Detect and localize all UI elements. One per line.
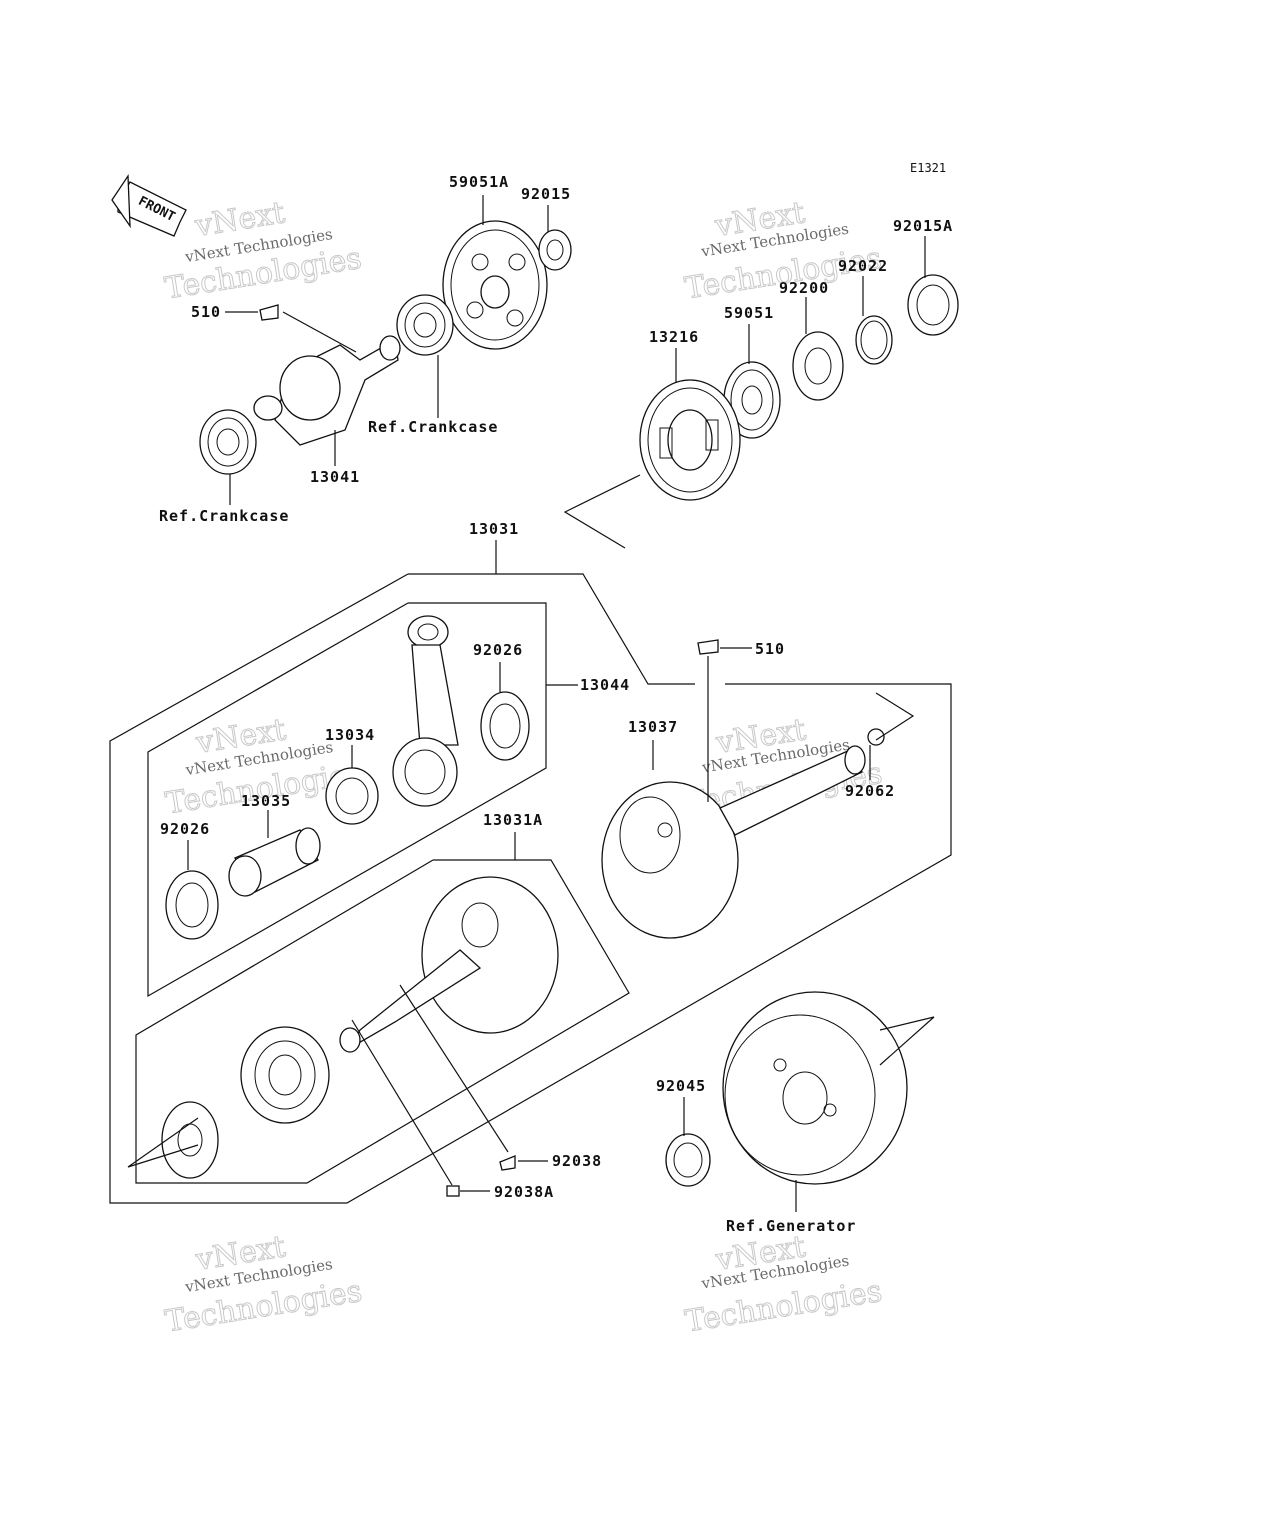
label-13044: 13044 xyxy=(580,676,630,694)
key-92038A-icon xyxy=(446,1185,460,1197)
frame-13031-b xyxy=(109,573,952,1204)
key-92038-icon xyxy=(499,1155,516,1171)
label-13216: 13216 xyxy=(649,328,699,346)
watermark-top-left: vNext Technologies vNext Technologies xyxy=(162,195,365,307)
lockwasher-92200-icon xyxy=(792,331,844,401)
label-13031: 13031 xyxy=(469,520,519,538)
label-92200: 92200 xyxy=(779,279,829,297)
leader-92038-b xyxy=(399,984,509,1153)
bearing-top-icon xyxy=(396,294,454,356)
bearing-13031A-icon xyxy=(240,1026,330,1124)
label-13035: 13035 xyxy=(241,792,291,810)
label-ref-crankcase-1: Ref.Crankcase xyxy=(368,418,498,436)
ring-92022-icon xyxy=(855,315,893,365)
sprocket-icon xyxy=(161,1101,219,1179)
label-92022: 92022 xyxy=(838,257,888,275)
label-92026-a: 92026 xyxy=(473,641,523,659)
bearing-92045-icon xyxy=(665,1133,711,1187)
label-ref-crankcase-2: Ref.Crankcase xyxy=(159,507,289,525)
frame-13044 xyxy=(147,602,547,998)
label-92038A: 92038A xyxy=(494,1183,554,1201)
label-92045: 92045 xyxy=(656,1077,706,1095)
label-59051: 59051 xyxy=(724,304,774,322)
watermark-bottom-right: vNext Technologies vNext Technologies xyxy=(682,1229,885,1340)
label-13041: 13041 xyxy=(310,468,360,486)
frame-13031A xyxy=(135,859,630,1184)
label-92015A: 92015A xyxy=(893,217,953,235)
leader-generator-pointer xyxy=(879,1016,935,1066)
washer-92015A-icon xyxy=(907,274,959,336)
connecting-rod-icon xyxy=(392,615,459,807)
label-92015: 92015 xyxy=(521,185,571,203)
nut-92015-icon xyxy=(538,229,572,271)
label-13037: 13037 xyxy=(628,718,678,736)
label-92038: 92038 xyxy=(552,1152,602,1170)
pin-92062-icon xyxy=(867,728,885,746)
gear-13216-icon xyxy=(639,379,741,501)
washer-92026-b-icon xyxy=(165,870,219,940)
gear-59051A-icon xyxy=(442,220,548,350)
leader-gear-pointer xyxy=(563,474,641,549)
leader-92062-pointer xyxy=(875,692,915,741)
bearing-left-icon xyxy=(199,409,257,475)
crankpin-13035-icon xyxy=(228,827,321,897)
label-510-mid: 510 xyxy=(755,640,785,658)
needle-bearing-13034-icon xyxy=(325,767,379,825)
key-510-mid-icon xyxy=(697,639,719,655)
front-arrow-icon: FRONT xyxy=(111,173,187,237)
diagram-code: E1321 xyxy=(910,161,946,175)
label-510-top: 510 xyxy=(191,303,221,321)
label-13031A: 13031A xyxy=(483,811,543,829)
label-92026-b: 92026 xyxy=(160,820,210,838)
leader-510-top-b xyxy=(282,311,357,353)
frame-13031 xyxy=(408,573,695,685)
label-13034: 13034 xyxy=(325,726,375,744)
label-ref-generator: Ref.Generator xyxy=(726,1217,856,1235)
crank-half-13031A-icon xyxy=(339,876,559,1053)
generator-rotor-icon xyxy=(722,991,908,1185)
leader-sprocket-pointer xyxy=(127,1117,199,1168)
label-59051A: 59051A xyxy=(449,173,509,191)
leader-92038A-b xyxy=(351,1019,453,1186)
washer-92026-a-icon xyxy=(480,691,530,761)
label-92062: 92062 xyxy=(845,782,895,800)
crank-half-13037-icon xyxy=(601,745,866,939)
watermark-bottom-left: vNext Technologies vNext Technologies xyxy=(162,1229,365,1340)
balancer-shaft-13041-icon xyxy=(253,304,401,446)
